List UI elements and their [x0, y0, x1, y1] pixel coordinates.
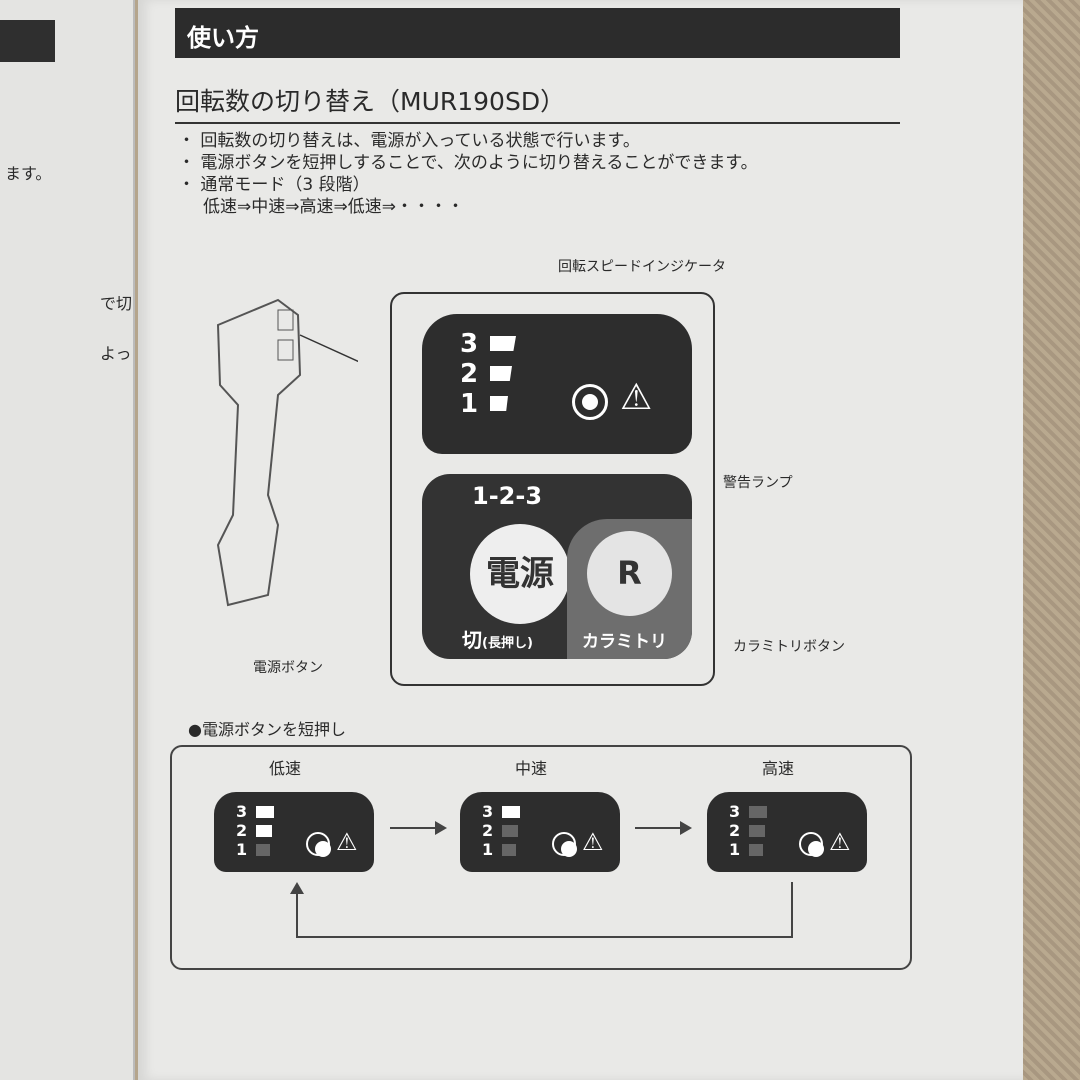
speed-bar: [256, 806, 274, 818]
warning-lamp-icon: [572, 384, 608, 420]
warning-triangle-icon: ⚠: [582, 828, 604, 856]
reverse-text: カラミトリ: [582, 632, 667, 652]
bullet-list: ・ 回転数の切り替えは、電源が入っている状態で行います。 ・ 電源ボタンを短押し…: [178, 130, 758, 218]
warning-triangle-icon: ⚠: [620, 377, 653, 418]
power-callout: 電源ボタン: [253, 660, 323, 676]
state-label: 低速: [269, 759, 302, 778]
level-number: 1: [236, 840, 248, 859]
warning-lamp-icon: [799, 832, 824, 857]
bullet: ・ 電源ボタンを短押しすることで、次のように切り替えることができます。: [178, 153, 758, 173]
page-title: 回転数の切り替え（MUR190SD）: [175, 82, 900, 124]
left-header-bar: [0, 20, 55, 62]
bar-3: [490, 336, 516, 351]
bullet: ・ 回転数の切り替えは、電源が入っている状態で行います。: [178, 131, 640, 151]
level-number: 3: [482, 802, 494, 821]
level-3: 3: [460, 329, 479, 359]
reverse-callout: カラミトリボタン: [733, 639, 845, 655]
indicator-callout: 回転スピードインジケータ: [558, 259, 726, 275]
left-text: で切: [100, 294, 133, 313]
left-page: ます。 で切 よっ: [0, 0, 135, 1080]
loop-back-arrow-icon: [290, 882, 793, 938]
tool-illustration: [216, 298, 358, 607]
level-2: 2: [460, 359, 479, 389]
speed-bar: [749, 825, 765, 837]
warning-lamp-icon: [306, 832, 331, 857]
state-label: 高速: [762, 759, 795, 778]
arrow-right-icon: [390, 821, 447, 835]
power-panel: 1-2-3 電源 切(長押し) R カラミトリ: [422, 474, 692, 659]
off-hint: (長押し): [482, 636, 533, 651]
speed-bar: [502, 806, 520, 818]
warning-triangle-icon: ⚠: [829, 828, 851, 856]
warning-triangle-icon: ⚠: [336, 828, 358, 856]
speed-bar: [256, 825, 272, 837]
arrow-right-icon: [635, 821, 692, 835]
speed-bar: [502, 825, 518, 837]
level-number: 2: [729, 821, 741, 840]
flow-caption: ●電源ボタンを短押し: [188, 720, 346, 739]
warning-callout: 警告ランプ: [723, 475, 793, 491]
reverse-rotate-icon: R: [617, 554, 642, 592]
left-text: ます。: [5, 164, 52, 183]
state-label: 中速: [515, 759, 548, 778]
off-label: 切(長押し): [462, 624, 533, 653]
power-button[interactable]: 電源: [470, 524, 570, 624]
level-numbers: 3 2 1: [460, 329, 478, 419]
speed-bar: [749, 844, 763, 856]
level-1: 1: [460, 389, 479, 419]
level-number: 2: [236, 821, 248, 840]
level-number: 3: [729, 802, 741, 821]
level-number: 1: [729, 840, 741, 859]
level-number: 3: [236, 802, 248, 821]
speed-bar: [749, 806, 767, 818]
speed-bar: [256, 844, 270, 856]
left-text: よっ: [100, 344, 132, 363]
control-panel-diagram: 3 2 1 ⚠ 1-2-3 電源 切(長押し) R カラミトリ: [390, 292, 715, 686]
section-header: 使い方: [175, 8, 900, 58]
off-text: 切: [462, 628, 482, 652]
power-cycle-label: 1-2-3: [472, 482, 543, 510]
bullet: ・ 通常モード（3 段階）: [178, 175, 370, 195]
manual-page: 使い方 回転数の切り替え（MUR190SD） ・ 回転数の切り替えは、電源が入っ…: [138, 0, 1023, 1080]
speed-indicator-panel: 3 2 1 ⚠: [422, 314, 692, 454]
speed-bar: [502, 844, 516, 856]
speed-sequence: 低速⇒中速⇒高速⇒低速⇒・・・・: [203, 197, 464, 217]
level-number: 2: [482, 821, 494, 840]
reverse-button[interactable]: R: [587, 531, 672, 616]
bar-2: [490, 366, 512, 381]
level-number: 1: [482, 840, 494, 859]
reverse-section: R カラミトリ: [567, 519, 692, 659]
bar-1: [490, 396, 508, 411]
warning-lamp-icon: [552, 832, 577, 857]
